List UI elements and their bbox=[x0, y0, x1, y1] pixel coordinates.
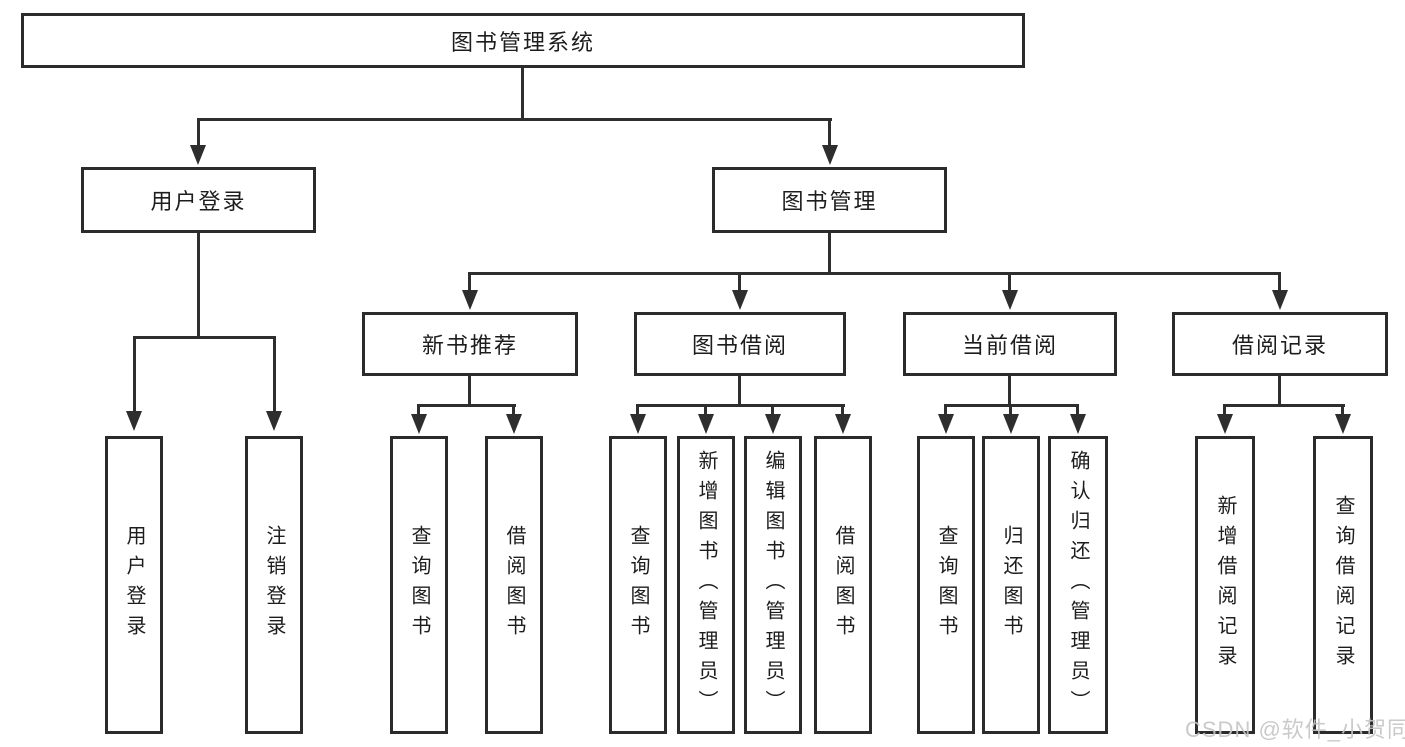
leaf-confirm-return-admin: 确认归还（管理员） bbox=[1048, 436, 1108, 734]
arrowhead-down-icon bbox=[1003, 414, 1019, 434]
arrowhead-down-icon bbox=[1335, 414, 1351, 434]
leaf-query-books-current: 查询图书 bbox=[917, 436, 975, 734]
leaf-borrow-books: 借阅图书 bbox=[814, 436, 872, 734]
connector-line bbox=[1076, 404, 1079, 416]
arrowhead-down-icon bbox=[1002, 290, 1018, 310]
leaf-query-borrow-record: 查询借阅记录 bbox=[1313, 436, 1373, 734]
connector-line bbox=[468, 272, 471, 292]
connector-line bbox=[417, 404, 516, 407]
arrowhead-down-icon bbox=[835, 414, 851, 434]
connector-line bbox=[468, 272, 1281, 275]
connector-line bbox=[771, 404, 774, 416]
connector-line bbox=[1008, 272, 1011, 292]
node-borrow-records: 借阅记录 bbox=[1172, 312, 1388, 376]
arrowhead-down-icon bbox=[698, 414, 714, 434]
connector-line bbox=[1009, 404, 1012, 416]
connector-line bbox=[468, 376, 471, 407]
leaf-add-book-admin: 新增图书（管理员） bbox=[677, 436, 735, 734]
connector-line bbox=[197, 233, 200, 339]
arrowhead-down-icon bbox=[190, 145, 206, 165]
connector-line bbox=[1278, 272, 1281, 292]
connector-line bbox=[738, 376, 741, 407]
node-library-system: 图书管理系统 bbox=[21, 13, 1025, 68]
connector-line bbox=[273, 336, 276, 413]
connector-line bbox=[738, 272, 741, 292]
connector-line bbox=[828, 118, 831, 147]
arrowhead-down-icon bbox=[266, 411, 282, 431]
arrowhead-down-icon bbox=[822, 145, 838, 165]
connector-line bbox=[197, 118, 832, 121]
connector-line bbox=[1223, 404, 1345, 407]
connector-line bbox=[512, 404, 515, 416]
connector-line bbox=[1223, 404, 1226, 416]
connector-line bbox=[417, 404, 420, 416]
arrowhead-down-icon bbox=[411, 414, 427, 434]
leaf-logout: 注销登录 bbox=[245, 436, 303, 734]
node-user-login: 用户登录 bbox=[81, 167, 316, 233]
leaf-edit-book-admin: 编辑图书（管理员） bbox=[744, 436, 802, 734]
connector-line bbox=[944, 404, 947, 416]
arrowhead-down-icon bbox=[1217, 414, 1233, 434]
leaf-return-book: 归还图书 bbox=[982, 436, 1040, 734]
leaf-query-books-borrow: 查询图书 bbox=[609, 436, 667, 734]
arrowhead-down-icon bbox=[732, 290, 748, 310]
connector-line bbox=[1278, 376, 1281, 407]
node-new-book-recommend: 新书推荐 bbox=[362, 312, 578, 376]
node-current-borrowing: 当前借阅 bbox=[903, 312, 1117, 376]
arrowhead-down-icon bbox=[126, 411, 142, 431]
connector-line bbox=[133, 336, 276, 339]
arrowhead-down-icon bbox=[765, 414, 781, 434]
arrowhead-down-icon bbox=[1272, 290, 1288, 310]
connector-line bbox=[704, 404, 707, 416]
leaf-borrow-books-recommend: 借阅图书 bbox=[485, 436, 543, 734]
watermark-text: CSDN @软件_小贺同学 bbox=[1185, 717, 1405, 742]
connector-line bbox=[636, 404, 845, 407]
connector-line bbox=[133, 336, 136, 413]
connector-line bbox=[197, 118, 200, 147]
leaf-query-books-recommend: 查询图书 bbox=[390, 436, 448, 734]
connector-line bbox=[636, 404, 639, 416]
arrowhead-down-icon bbox=[630, 414, 646, 434]
leaf-add-borrow-record: 新增借阅记录 bbox=[1195, 436, 1255, 734]
node-book-borrowing: 图书借阅 bbox=[634, 312, 846, 376]
arrowhead-down-icon bbox=[506, 414, 522, 434]
connector-line bbox=[828, 233, 831, 275]
arrowhead-down-icon bbox=[462, 290, 478, 310]
connector-line bbox=[841, 404, 844, 416]
arrowhead-down-icon bbox=[1070, 414, 1086, 434]
connector-line bbox=[1341, 404, 1344, 416]
connector-line bbox=[521, 68, 524, 121]
connector-line bbox=[1008, 376, 1011, 407]
leaf-user-login: 用户登录 bbox=[105, 436, 163, 734]
node-book-management: 图书管理 bbox=[712, 167, 947, 233]
arrowhead-down-icon bbox=[938, 414, 954, 434]
